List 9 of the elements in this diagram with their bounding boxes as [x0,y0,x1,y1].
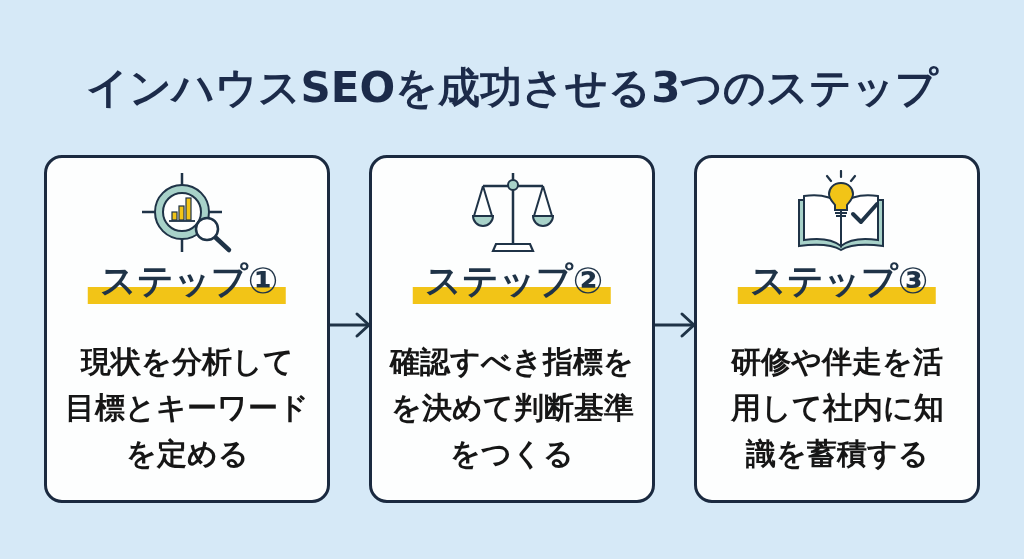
step-card [694,155,980,503]
arrow [655,312,696,338]
arrow [330,312,371,338]
step-card [44,155,330,503]
step-description: 研修や伴走を活用して社内に知識を蓄積する [730,343,944,473]
step-card [369,155,655,503]
step-description: 確認すべき指標をを決めて判断基準をつくる [390,343,634,473]
step-description: 現状を分析して目標とキーワードを定める [65,343,309,473]
title: インハウスSEOを成功させる3つのステップ [85,64,939,112]
